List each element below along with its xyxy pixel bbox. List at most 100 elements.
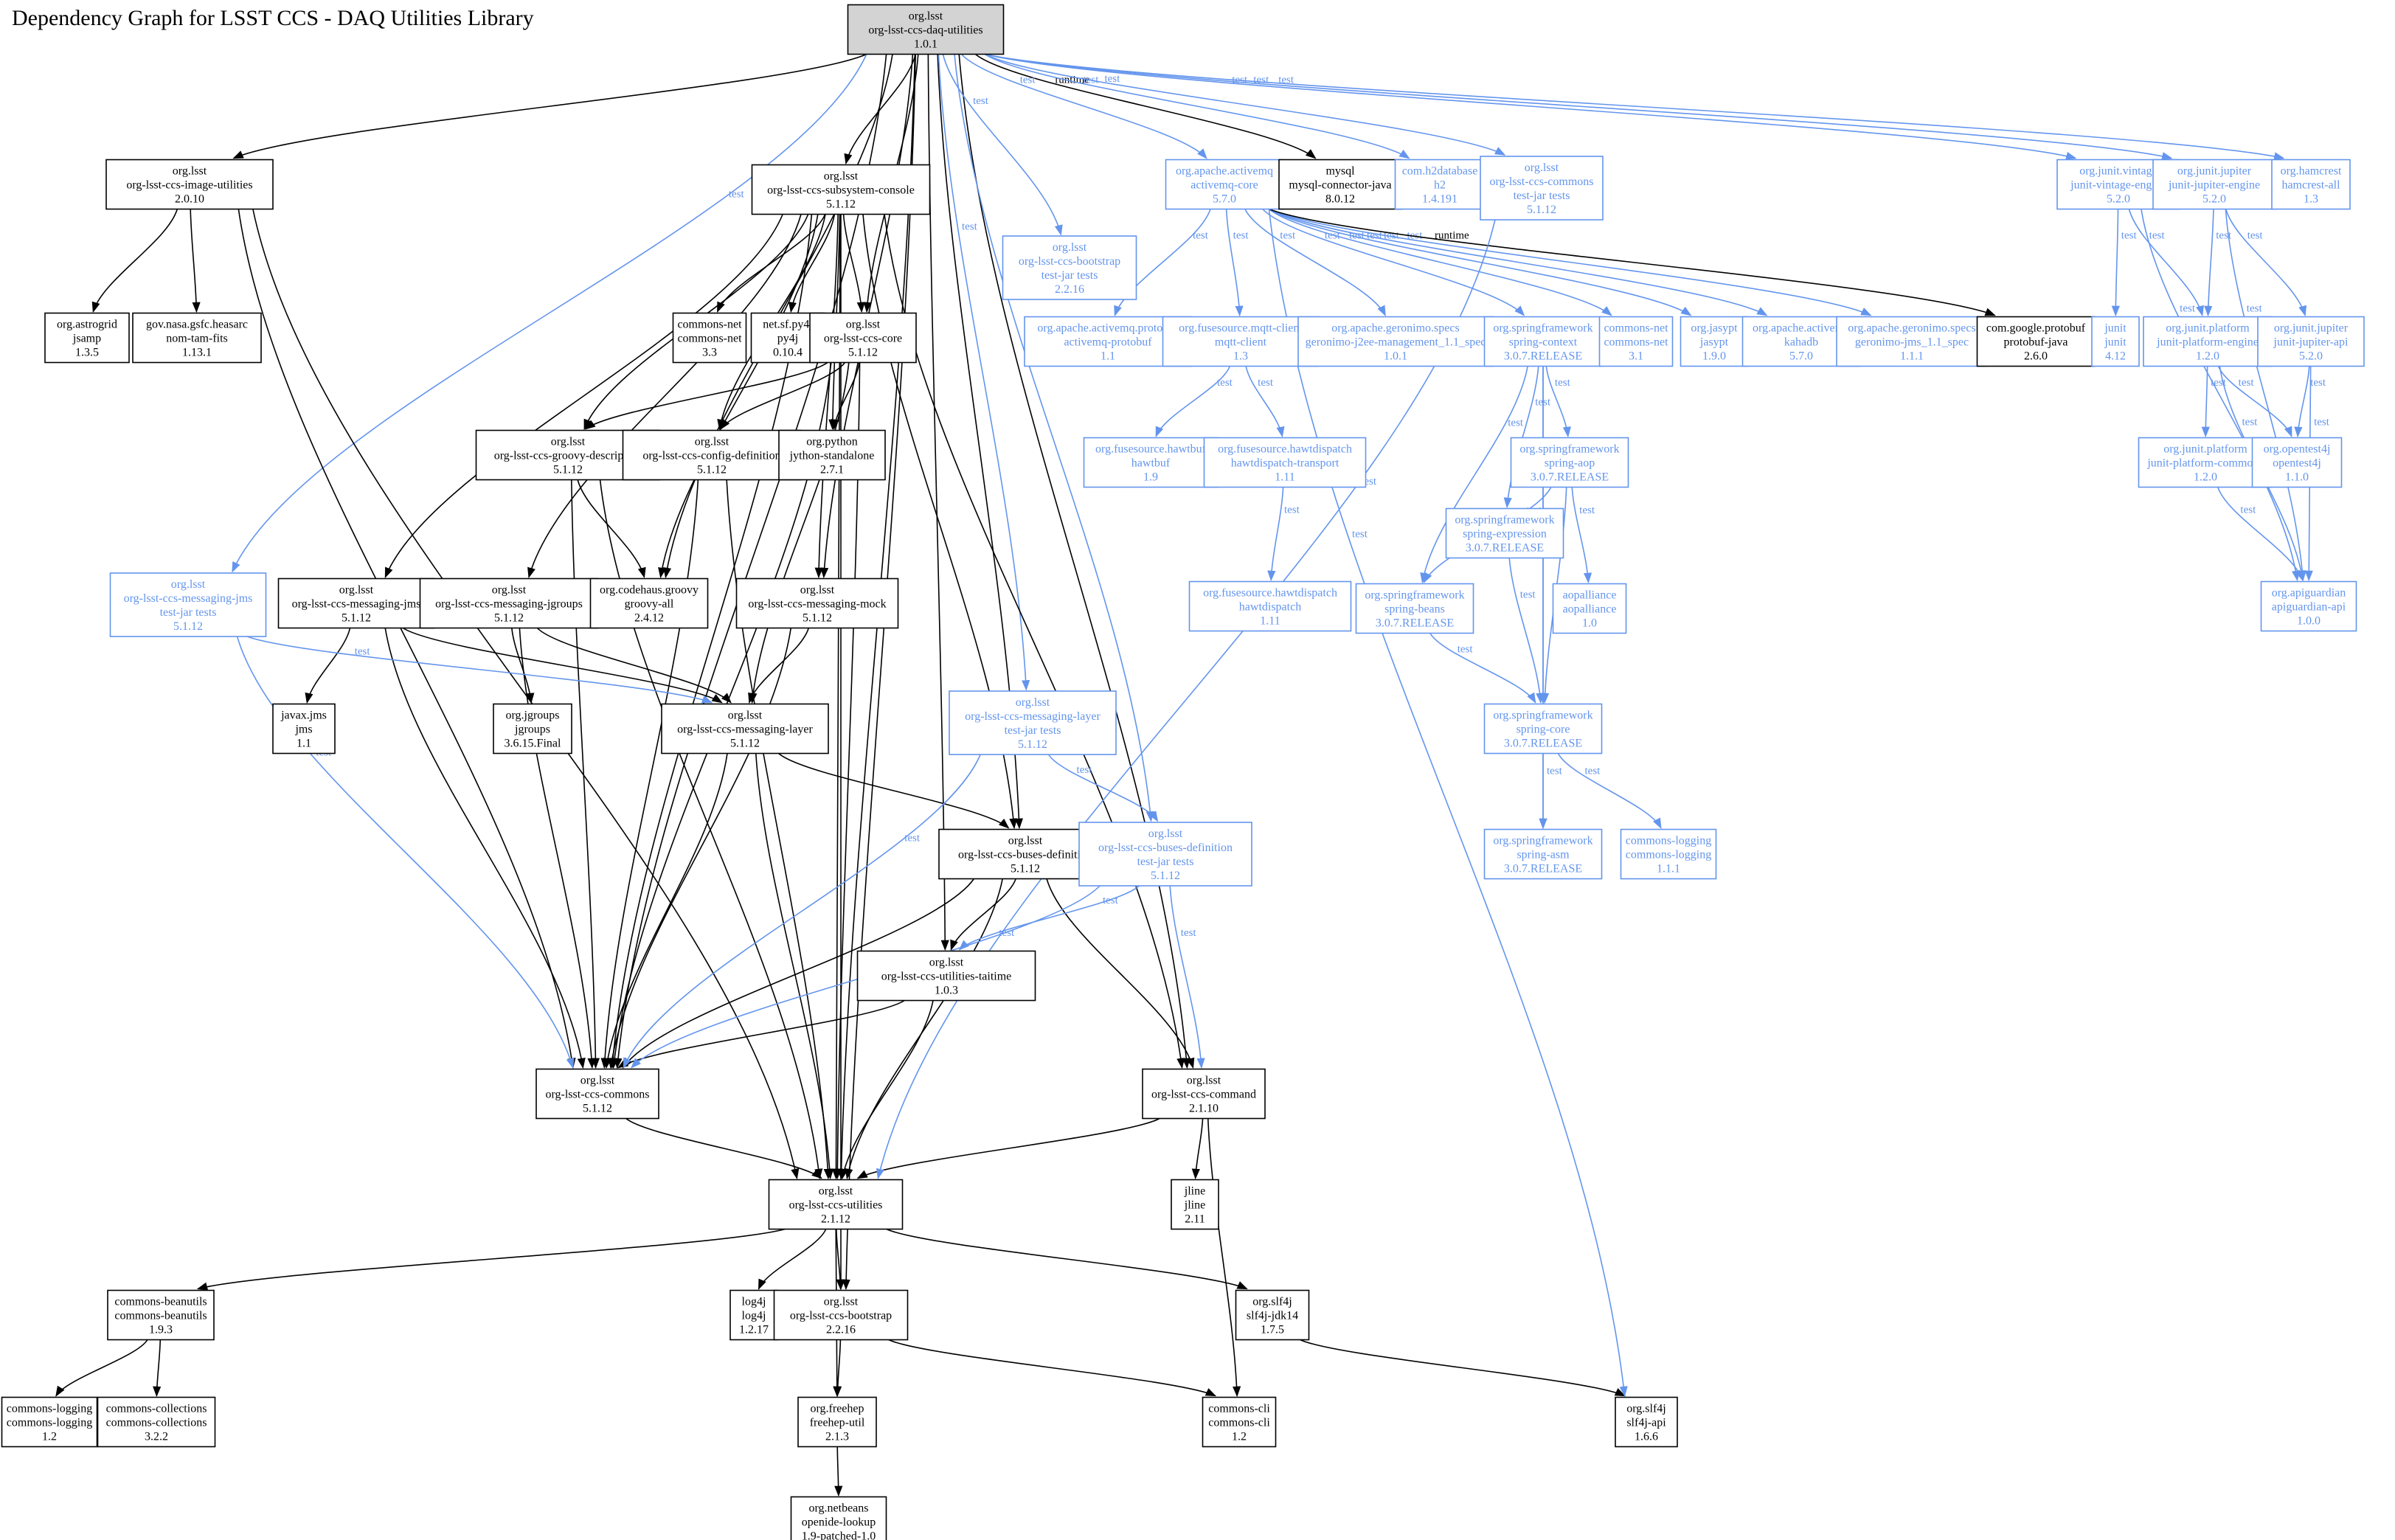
graph-edge-root-junit_jupiter_engine — [984, 53, 2173, 161]
graph-edge-junit_jupiter_engine-junit_platform_engine — [2204, 209, 2214, 317]
graph-edge-image_utilities-nom_tam_fits — [190, 209, 201, 313]
graph-edge-junit_jupiter_engine-apiguardian — [2225, 209, 2306, 582]
graph-edge-utilities-bootstrap — [836, 1229, 845, 1291]
graph-edge-messaging_layer_testjar-commons — [623, 754, 981, 1069]
graph-edge-messaging_jgroups-commons — [519, 628, 596, 1069]
edge-label: test — [2310, 377, 2326, 389]
edge-label: test — [1547, 765, 1563, 777]
graph-edge-root-command — [958, 54, 1190, 1069]
graph-edge-freehep_util-openide_lookup — [834, 1446, 843, 1497]
edge-label: test — [1258, 377, 1274, 389]
graph-edge-commons-utilities — [625, 1117, 822, 1179]
edge-label: test — [1407, 229, 1423, 241]
edge-label: test — [1278, 74, 1294, 86]
edge-label: test — [1104, 73, 1120, 85]
graph-edge-activemq_core-mqtt_client — [1225, 209, 1244, 317]
graph-edge-subsystem_console-core — [842, 214, 865, 313]
graph-edge-subsystem_console-messaging_jgroups — [527, 214, 802, 579]
graph-edge-subsystem_console-groovy_all — [658, 214, 819, 579]
edge-label: test — [1077, 764, 1093, 776]
graph-edge-root-messaging_jms_testjar — [232, 54, 867, 573]
graph-edge-taitime-commons — [617, 999, 905, 1069]
graph-edge-commons_beanutils-commons_collections — [153, 1339, 162, 1398]
graph-edge-command-commons_cli — [1207, 1118, 1241, 1398]
graph-edge-root-commons_testjar — [984, 53, 1506, 156]
edge-label: test — [1103, 895, 1119, 906]
graph-edge-spring_context-spring_expression — [1503, 366, 1539, 509]
graph-edge-junit_vintage-junit_platform_engine — [2128, 209, 2204, 317]
edge-label: test — [2314, 417, 2330, 429]
graph-edge-spring_context-spring_aop — [1545, 366, 1571, 438]
graph-edge-messaging_jms_testjar-commons — [236, 636, 575, 1069]
graph-edge-activemq_core-jasypt — [1268, 208, 1692, 316]
graph-edge-root-bootstrap — [842, 54, 916, 1291]
graph-edge-junit_jupiter_engine-junit_jupiter_api — [2225, 209, 2307, 317]
graph-edge-activemq_core-activemq_protobuf — [1114, 209, 1211, 317]
edge-label: test — [2247, 303, 2263, 315]
graph-edge-spring_context-spring_beans — [1420, 366, 1528, 584]
edge-label: test — [962, 221, 978, 233]
edge-label: test — [1253, 74, 1269, 86]
graph-edge-bootstrap-freehep_util — [833, 1339, 842, 1398]
edge-label: test — [2242, 417, 2259, 429]
graph-edge-groovy_description-commons — [571, 479, 600, 1069]
edge-label: runtime — [1435, 229, 1469, 241]
graph-edge-bootstrap-commons_cli — [888, 1339, 1217, 1397]
graph-edge-utilities-commons_beanutils — [196, 1228, 786, 1291]
graph-edge-messaging_layer-utilities — [755, 753, 834, 1180]
graph-edge-messaging_mock-commons — [608, 628, 792, 1069]
edge-label: test — [1520, 589, 1536, 601]
graph-edge-messaging_jms-messaging_layer — [402, 627, 723, 704]
graph-edge-root-bootstrap_testjar — [942, 54, 1063, 236]
